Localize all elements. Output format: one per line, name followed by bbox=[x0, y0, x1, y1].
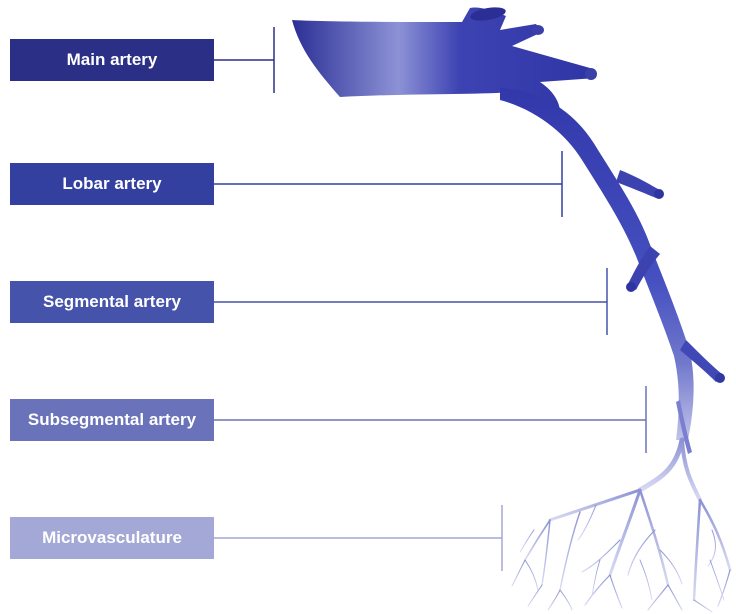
label-microvasculature: Microvasculature bbox=[10, 517, 214, 559]
connector-microvasculature bbox=[214, 505, 502, 571]
connector-subsegmental bbox=[214, 386, 646, 453]
label-segmental-artery-text: Segmental artery bbox=[43, 292, 181, 312]
label-subsegmental-artery: Subsegmental artery bbox=[10, 399, 214, 441]
label-segmental-artery: Segmental artery bbox=[10, 281, 214, 323]
descending-vessel bbox=[500, 88, 725, 454]
label-lobar-artery: Lobar artery bbox=[10, 163, 214, 205]
label-subsegmental-artery-text: Subsegmental artery bbox=[28, 410, 196, 430]
connector-main bbox=[214, 27, 274, 93]
label-lobar-artery-text: Lobar artery bbox=[62, 174, 161, 194]
label-main-artery-text: Main artery bbox=[67, 50, 158, 70]
connector-segmental bbox=[214, 268, 607, 335]
label-main-artery: Main artery bbox=[10, 39, 214, 81]
label-microvasculature-text: Microvasculature bbox=[42, 528, 182, 548]
connector-lobar bbox=[214, 151, 562, 217]
main-artery-shape bbox=[292, 5, 597, 112]
microvasculature-tree bbox=[512, 440, 730, 612]
